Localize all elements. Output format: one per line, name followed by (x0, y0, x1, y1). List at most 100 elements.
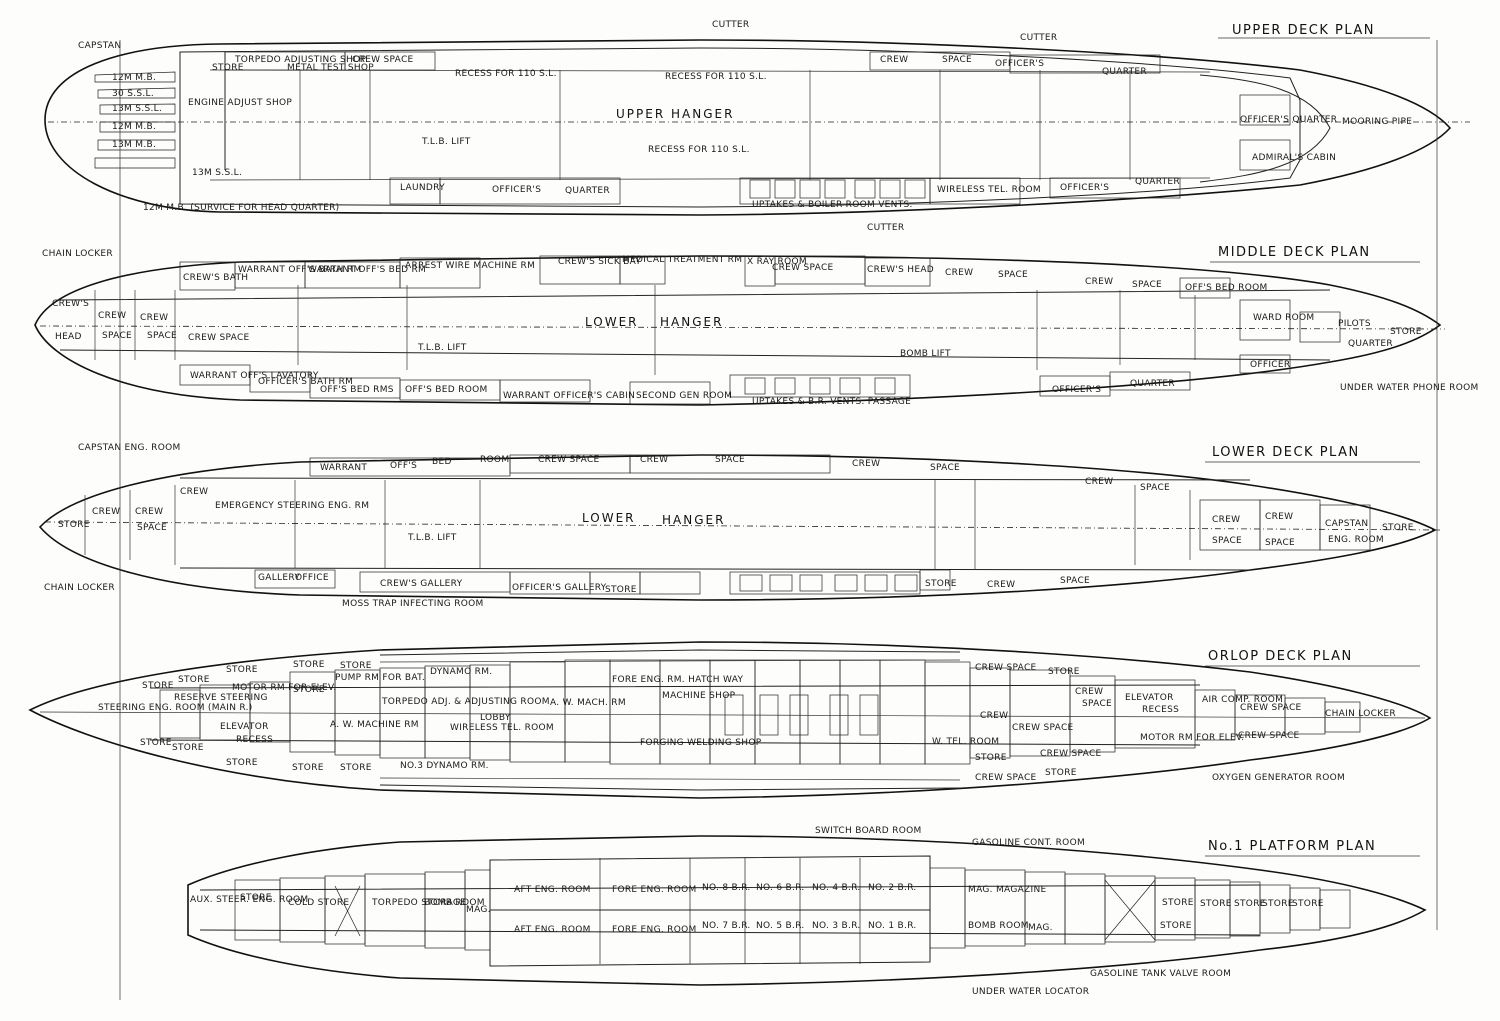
label-sick-bay: CREW'S SICK BAY (558, 257, 641, 267)
label-boat-6: 13M S.S.L. (192, 168, 242, 178)
label-dynamo-rm: DYNAMO RM. (430, 667, 492, 677)
label-elevator-1: ELEVATOR (220, 722, 269, 732)
label-metal-test: METAL TEST SHOP (287, 63, 374, 73)
label-crew-space-o6: CREW SPACE (1040, 749, 1102, 759)
label-br-8: NO. 8 B.R. (702, 883, 751, 893)
label-officers-mid: OFFICER'S (1052, 385, 1101, 395)
label-space-low-a: SPACE (715, 455, 745, 465)
label-moss-trap: MOSS TRAP INFECTING ROOM (342, 599, 484, 609)
lower-deck-plan: LOWER DECK PLAN CAPSTAN ENG. ROOM WARRAN… (38, 443, 1441, 609)
label-motor-rm-1: MOTOR RM FOR ELEV. (232, 683, 336, 693)
label-crew-space-o3: CREW SPACE (1240, 703, 1302, 713)
label-xray: X RAY ROOM (747, 257, 807, 267)
label-mag-p2: MAG. (1028, 923, 1053, 933)
label-crew-a: CREW (98, 311, 126, 321)
label-admirals-cabin: ADMIRAL'S CABIN (1252, 153, 1336, 163)
label-underwater-locator: UNDER WATER LOCATOR (972, 987, 1089, 997)
label-capstan-eng: CAPSTAN ENG. ROOM (78, 443, 181, 453)
lower-side-rooms (254, 454, 1371, 595)
label-store-o9: STORE (340, 763, 372, 773)
label-fore-eng-1: FORE ENG. ROOM (612, 885, 697, 895)
label-chain-locker-o: CHAIN LOCKER (1325, 709, 1396, 719)
label-store-p1: STORE (240, 893, 272, 903)
label-space-low-e: SPACE (1212, 536, 1242, 546)
label-machine-shop: MACHINE SHOP (662, 691, 736, 701)
label-chain-locker-mid: CHAIN LOCKER (42, 249, 113, 259)
label-space-o: SPACE (1082, 699, 1112, 709)
label-officers-bottom: OFFICER'S (492, 185, 541, 195)
label-crew-space-o4: CREW SPACE (1238, 731, 1300, 741)
label-torpedo-shop: TORPEDO ADJUSTING SHOP (234, 55, 366, 65)
label-second-gen: SECOND GEN ROOM (636, 391, 732, 401)
label-store-p7: STORE (1160, 921, 1192, 931)
label-store-p4: STORE (1234, 899, 1266, 909)
orlop-deck-stripes (39, 659, 1426, 781)
label-br-4: NO. 4 B.R. (812, 883, 861, 893)
label-crew-low-i: CREW (987, 580, 1015, 590)
label-tlb-lift-low: T.L.B. LIFT (407, 533, 457, 543)
label-officers-aft: OFFICER'S (1060, 183, 1109, 193)
upper-deck-title: UPPER DECK PLAN (1232, 23, 1375, 38)
label-wireless-o: WIRELESS TEL. ROOM (450, 723, 554, 733)
middle-deck-title: MIDDLE DECK PLAN (1218, 245, 1371, 260)
lower-deck-title: LOWER DECK PLAN (1212, 445, 1360, 460)
upper-side-rooms (224, 51, 1291, 205)
label-wo-bed: WARRANT OFF'S BED RM (308, 265, 426, 275)
label-boat-1: 12M M.B. (112, 73, 156, 83)
label-crew-low-c: CREW (1085, 477, 1113, 487)
upper-frame-lines (299, 70, 1131, 180)
label-capstan: CAPSTAN (78, 41, 121, 51)
label-aux-steer: AUX. STEER. ENG. ROOM (190, 895, 308, 905)
label-store-low-fwd: STORE (1382, 523, 1414, 533)
label-lobby: LOBBY (480, 713, 511, 723)
middle-deck-plan: MIDDLE DECK PLAN CHAIN LOCKER CREW'S CRE… (34, 245, 1478, 407)
label-offs-bed-rms: OFF'S BED RMS (320, 385, 394, 395)
label-space-a: SPACE (102, 331, 132, 341)
label-aw-mach: A. W. MACH. RM (550, 698, 626, 708)
label-boat-3: 13M S.S.L. (112, 104, 162, 114)
label-bomb-room-p2: BOMB ROOM (968, 921, 1029, 931)
label-pilots: PILOTS (1338, 319, 1371, 329)
label-mag-p1: MAG. (466, 905, 491, 915)
label-store-p3: STORE (1200, 899, 1232, 909)
label-crew: CREW (880, 55, 908, 65)
label-recess-2: RECESS (1142, 705, 1179, 715)
label-store-mid: STORE (1390, 327, 1422, 337)
label-quarter-bottom: QUARTER (565, 186, 610, 196)
label-lavatory: WARRANT OFF'S LAVATORY (190, 371, 319, 381)
label-dynamo-3: NO.3 DYNAMO RM. (400, 761, 489, 771)
label-crews-head: CREW'S HEAD (867, 265, 934, 275)
label-space-low-d: SPACE (137, 523, 167, 533)
label-aft-eng-2: AFT ENG. ROOM (514, 925, 591, 935)
label-crew-o2: CREW (980, 711, 1008, 721)
label-tlb-lifts: T.L.B. LIFT (417, 343, 467, 353)
label-store-o8: STORE (292, 763, 324, 773)
label-crew-low-d: CREW (180, 487, 208, 497)
label-bomb-room: BOMB ROOM (424, 898, 485, 908)
middle-frame-lines (94, 285, 1196, 375)
label-space-d: SPACE (1132, 280, 1162, 290)
label-space-b: SPACE (147, 331, 177, 341)
label-quarter-mid: QUARTER (1348, 339, 1393, 349)
label-crew-space-low: CREW SPACE (538, 455, 600, 465)
label-lower-mid: LOWER (585, 315, 639, 329)
label-br-6: NO. 6 B.R. (756, 883, 805, 893)
label-oxygen-gen: OXYGEN GENERATOR ROOM (1212, 773, 1345, 783)
label-br-1: NO. 1 B.R. (868, 921, 917, 931)
label-service-boat: 12M M.B. (SURVICE FOR HEAD QUARTER) (143, 203, 339, 213)
label-gallery: GALLERY (258, 573, 300, 583)
label-uptakes-passage: UPTAKES & B.R. VENTS. PASSAGE (752, 397, 911, 407)
label-elevator-2: ELEVATOR (1125, 693, 1174, 703)
platform-title: No.1 PLATFORM PLAN (1208, 839, 1376, 854)
label-arrest-wire: ARREST WIRE MACHINE RM (405, 261, 535, 271)
label-cutter-3: CUTTER (867, 223, 904, 233)
label-head: HEAD (55, 332, 82, 342)
label-quarter-top: QUARTER (1102, 67, 1147, 77)
platform-plan: No.1 PLATFORM PLAN AUX. STEER. ENG. ROOM… (187, 826, 1427, 997)
label-recess-2: RECESS FOR 110 S.L. (665, 72, 767, 82)
label-store-o6: STORE (172, 743, 204, 753)
label-store-p6: STORE (1292, 899, 1324, 909)
label-cutter-2: CUTTER (1020, 33, 1057, 43)
